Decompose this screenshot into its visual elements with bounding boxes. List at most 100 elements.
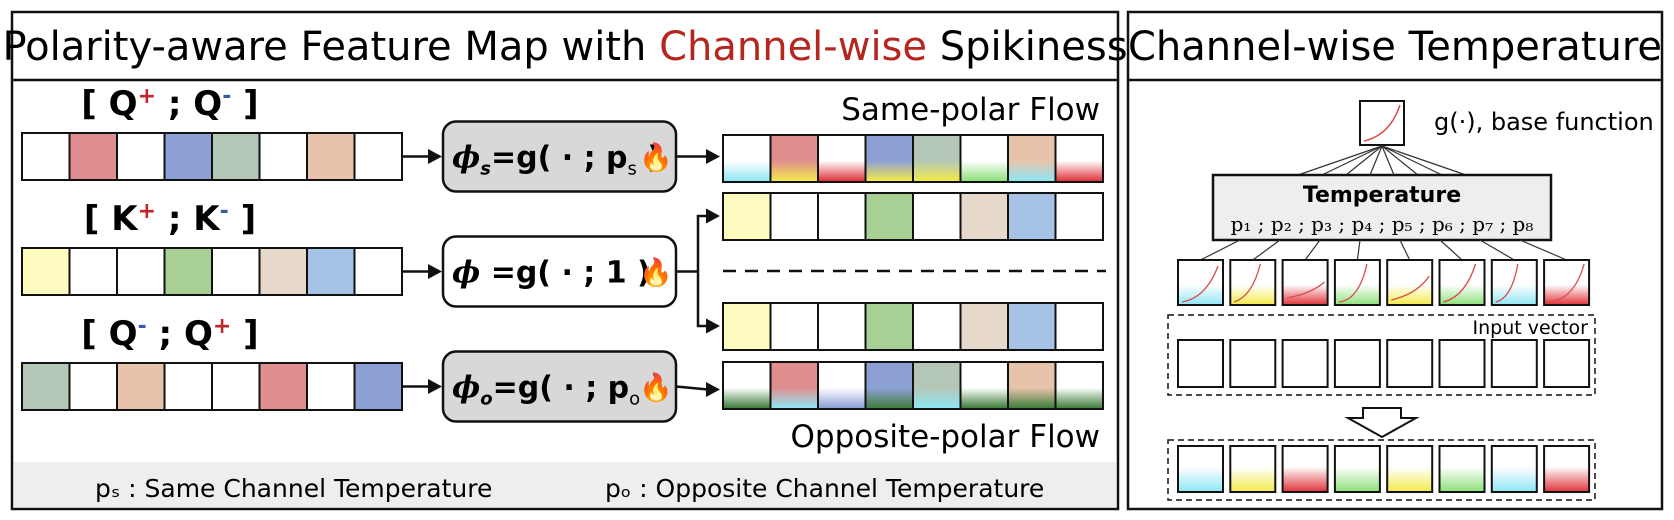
key-output-cell [959, 192, 1009, 241]
input-vector-frame [1167, 314, 1596, 396]
key-output-cell [722, 302, 772, 351]
arrow-head [706, 382, 720, 397]
left-panel-title: Polarity-aware Feature Map with Channel-… [2, 24, 1127, 70]
base-function-box [1359, 100, 1405, 146]
feature-cell [258, 132, 308, 181]
arrow-head [706, 149, 720, 164]
key-output-cell [912, 302, 962, 351]
key-output-cell [959, 302, 1009, 351]
temperature-box [1211, 173, 1553, 242]
temperature-curve [1234, 263, 1261, 303]
output-vector-cell [1490, 445, 1538, 493]
key-output-cell [864, 302, 914, 351]
connector-line [1297, 145, 1383, 176]
feature-cell [258, 247, 308, 296]
same-polar-output-cell [1054, 134, 1104, 183]
temperature-curve-box [1543, 259, 1591, 306]
fire-icon: 🔥 [639, 142, 673, 174]
feature-cell [306, 247, 356, 296]
same-polar-flow-label: Same-polar Flow [841, 92, 1100, 128]
arrow-head [706, 318, 720, 334]
feature-cell [21, 132, 71, 181]
arrow-head [428, 264, 442, 279]
key-output-cell [1007, 302, 1057, 351]
feature-cell [353, 132, 403, 181]
opposite-polar-output-cell [864, 361, 914, 410]
input-vector-cell [1333, 339, 1381, 388]
connector-line [1381, 145, 1443, 176]
temperature-curve-box [1386, 259, 1434, 306]
same-polar-output-cell [817, 134, 867, 183]
fire-icon: 🔥 [639, 257, 673, 289]
feature-cell [163, 362, 213, 411]
same-polar-output-cell [912, 134, 962, 183]
temperature-curve [1548, 263, 1585, 303]
connector-line [1439, 239, 1463, 261]
feature-cell [68, 132, 118, 181]
connector-line [1381, 145, 1395, 176]
connector-line [1252, 239, 1281, 261]
input-vector-cell [1281, 339, 1329, 388]
input-label: [ Q- ; Q+ ] [81, 314, 258, 355]
function-label: ϕ =g( · ; 1 ) [452, 256, 651, 291]
arrow-head [428, 379, 442, 394]
same-polar-output-cell [722, 134, 772, 183]
output-vector-frame [1167, 439, 1596, 501]
key-output-cell [817, 192, 867, 241]
output-vector-cell [1229, 445, 1277, 493]
feature-cell [163, 132, 213, 181]
feature-cell [258, 362, 308, 411]
connector-line [1369, 145, 1383, 176]
connector-line [1356, 239, 1361, 261]
opposite-polar-output-cell [959, 361, 1009, 410]
base-curve [1363, 104, 1401, 142]
same-polar-output-cell [769, 134, 819, 183]
arrow [675, 385, 709, 391]
feature-cell [21, 362, 71, 411]
output-vector-cell [1543, 445, 1591, 493]
temperature-curve-box [1229, 259, 1277, 306]
feature-cell [306, 132, 356, 181]
feature-cell [116, 247, 166, 296]
connector-line [1200, 239, 1241, 261]
input-vector-label: Input vector [1472, 317, 1588, 339]
temperature-curve [1495, 263, 1519, 303]
down-arrow-icon [1344, 407, 1420, 439]
key-output-cell [1054, 192, 1104, 241]
key-output-cell [1007, 192, 1057, 241]
output-vector-cell [1177, 445, 1224, 493]
opposite-polar-output-cell [1007, 361, 1057, 410]
output-vector-cell [1281, 445, 1329, 493]
opposite-polar-output-cell [1054, 361, 1104, 410]
temperature-params: p₁ ; p₂ ; p₃ ; p₄ ; p₅ ; p₆ ; p₇ ; p₈ [1231, 212, 1534, 236]
feature-cell [211, 132, 261, 181]
connector-line [1399, 239, 1411, 261]
opposite-polar-output-cell [817, 361, 867, 410]
temperature-curve-box [1281, 259, 1329, 306]
key-output-cell [722, 192, 772, 241]
base-function-label: g(·), base function [1434, 108, 1654, 136]
feature-cell [116, 362, 166, 411]
input-vector-cell [1490, 339, 1538, 388]
footnote-opposite: pₒ : Opposite Channel Temperature [605, 474, 1044, 503]
input-vector-cell [1543, 339, 1591, 388]
connector-line [1381, 145, 1419, 176]
temperature-label: Temperature [1303, 183, 1461, 208]
feature-cell [306, 362, 356, 411]
opposite-polar-output-cell [769, 361, 819, 410]
same-polar-output-cell [959, 134, 1009, 183]
output-vector-cell [1333, 445, 1381, 493]
feature-cell [353, 247, 403, 296]
key-output-cell [912, 192, 962, 241]
connector-line [1304, 239, 1321, 261]
connector-line [1479, 239, 1515, 261]
same-polar-output-cell [864, 134, 914, 183]
opposite-polar-output-cell [722, 361, 772, 410]
temperature-curve [1286, 281, 1326, 299]
input-vector-cell [1177, 339, 1224, 388]
feature-cell [211, 247, 261, 296]
footnote-same: pₛ : Same Channel Temperature [95, 474, 492, 503]
opposite-polar-output-cell [912, 361, 962, 410]
function-label: ϕo=g( · ; po ) [452, 371, 664, 410]
